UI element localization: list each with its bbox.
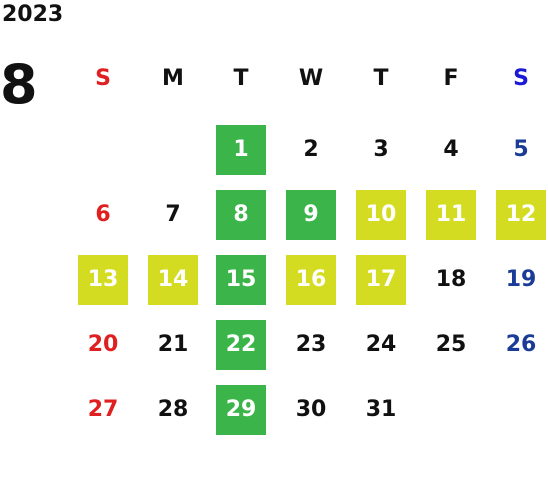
calendar-day[interactable]: 10 — [356, 190, 406, 240]
calendar-day[interactable]: 18 — [435, 267, 467, 292]
calendar-day[interactable]: 19 — [505, 267, 537, 292]
calendar-day[interactable]: 29 — [216, 385, 266, 435]
calendar-day[interactable]: 14 — [148, 255, 198, 305]
weekday-thursday: T — [373, 66, 389, 91]
calendar-day[interactable]: 7 — [165, 202, 181, 227]
calendar-day[interactable]: 5 — [513, 137, 529, 162]
calendar-day[interactable]: 2 — [303, 137, 319, 162]
calendar-month: 8 — [0, 53, 38, 116]
calendar-day[interactable]: 6 — [95, 202, 111, 227]
calendar-day[interactable]: 28 — [157, 397, 189, 422]
calendar-day[interactable]: 26 — [505, 332, 537, 357]
calendar-day[interactable]: 13 — [78, 255, 128, 305]
calendar-day[interactable]: 20 — [87, 332, 119, 357]
calendar-day[interactable]: 17 — [356, 255, 406, 305]
weekday-friday: F — [443, 66, 459, 91]
calendar-day[interactable]: 15 — [216, 255, 266, 305]
calendar-day[interactable]: 31 — [365, 397, 397, 422]
weekday-saturday: S — [513, 66, 529, 91]
calendar-day[interactable]: 21 — [157, 332, 189, 357]
calendar-day[interactable]: 22 — [216, 320, 266, 370]
calendar-year: 2023 — [2, 2, 64, 27]
calendar-day[interactable]: 8 — [216, 190, 266, 240]
weekday-tuesday: T — [233, 66, 249, 91]
calendar-day[interactable]: 9 — [286, 190, 336, 240]
weekday-monday: M — [162, 66, 184, 91]
calendar-day[interactable]: 12 — [496, 190, 546, 240]
calendar-day[interactable]: 25 — [435, 332, 467, 357]
calendar-day[interactable]: 30 — [295, 397, 327, 422]
weekday-wednesday: W — [298, 66, 324, 91]
calendar-day[interactable]: 3 — [373, 137, 389, 162]
calendar-day[interactable]: 4 — [443, 137, 459, 162]
weekday-sunday: S — [95, 66, 111, 91]
calendar-day[interactable]: 11 — [426, 190, 476, 240]
calendar-day[interactable]: 23 — [295, 332, 327, 357]
weekday-header: S M T W T F S — [0, 66, 548, 98]
calendar-day[interactable]: 16 — [286, 255, 336, 305]
calendar-day[interactable]: 27 — [87, 397, 119, 422]
calendar-day[interactable]: 1 — [216, 125, 266, 175]
calendar-day[interactable]: 24 — [365, 332, 397, 357]
